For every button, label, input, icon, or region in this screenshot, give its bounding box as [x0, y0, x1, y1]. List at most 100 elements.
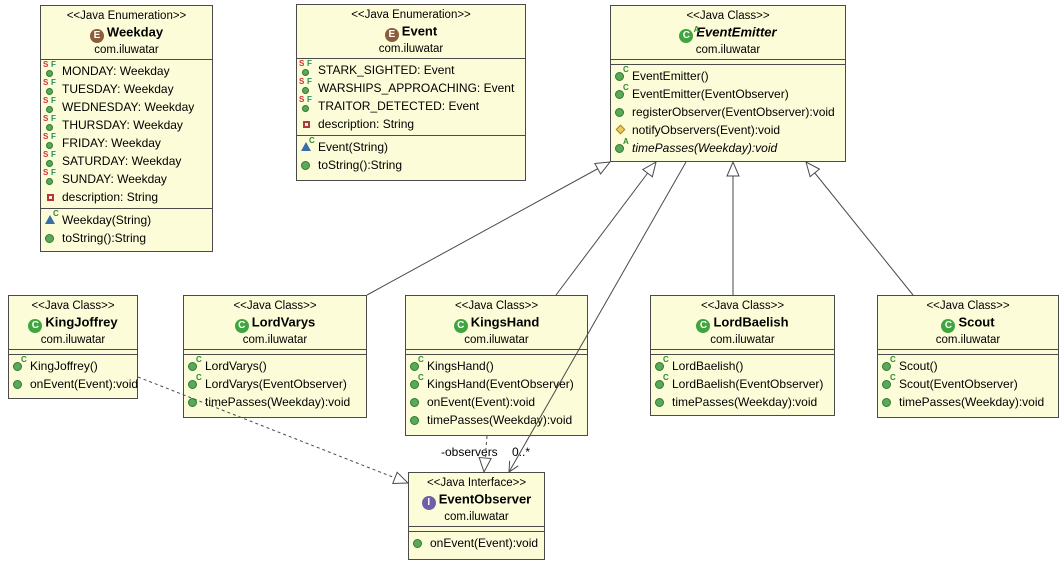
package-label: com.iluwatar	[242, 334, 308, 346]
member-label: FRIDAY: Weekday	[62, 136, 161, 150]
member-label: EventEmitter()	[632, 69, 709, 83]
package-label: com.iluwatar	[710, 334, 775, 346]
class-name: Weekday	[106, 24, 164, 40]
member-row: toString():String	[300, 156, 522, 174]
member-label: LordBaelish(EventObserver)	[672, 377, 824, 391]
public-constructor-icon: C	[881, 356, 896, 373]
member-label: onEvent(Event):void	[430, 536, 539, 550]
member-label: Weekday(String)	[62, 213, 152, 227]
member-label: onEvent(Event):void	[427, 395, 536, 409]
member-label: TRAITOR_DETECTED: Event	[318, 99, 480, 113]
member-label: THURSDAY: Weekday	[62, 118, 183, 132]
class-icon: C	[696, 319, 711, 333]
edge-generalization-kings-hand-to-event-emitter	[555, 160, 657, 296]
class-name: KingsHand	[470, 314, 540, 330]
member-label: EventEmitter(EventObserver)	[632, 87, 789, 101]
member-row: onEvent(Event):void	[412, 534, 541, 552]
member-label: WEDNESDAY: Weekday	[62, 100, 195, 114]
package-label: com.iluwatar	[444, 511, 509, 523]
member-row: onEvent(Event):void	[409, 393, 584, 411]
member-label: SUNDAY: Weekday	[62, 172, 167, 186]
member-label: LordBaelish()	[672, 359, 744, 373]
member-label: SATURDAY: Weekday	[62, 154, 182, 168]
class-name: Event	[401, 23, 438, 39]
public-method-icon	[409, 413, 424, 427]
class-name: Scout	[958, 314, 995, 330]
member-label: timePasses(Weekday):void	[672, 395, 818, 409]
public-constructor-icon: C	[614, 84, 629, 101]
fields-compartment	[651, 350, 834, 355]
stereotype-label: <<Java Class>>	[926, 300, 1010, 312]
public-method-icon	[12, 377, 27, 391]
member-row: timePasses(Weekday):void	[654, 393, 831, 411]
enum-icon: E	[89, 29, 104, 43]
fields-compartment	[878, 350, 1058, 355]
fields-compartment	[184, 350, 366, 355]
member-label: description: String	[318, 117, 415, 131]
member-label: toString():String	[62, 231, 147, 245]
member-label: TUESDAY: Weekday	[62, 82, 174, 96]
private-field-icon	[44, 190, 59, 204]
stereotype-label: <<Java Class>>	[31, 300, 115, 312]
public-method-icon	[881, 395, 896, 409]
class-name: LordBaelish	[713, 314, 789, 330]
member-row: onEvent(Event):void	[12, 375, 138, 393]
fields-compartment	[409, 527, 544, 532]
package-label: com.iluwatar	[464, 334, 529, 346]
public-constructor-icon: C	[409, 356, 424, 373]
member-label: MONDAY: Weekday	[62, 64, 170, 78]
member-label: timePasses(Weekday):void	[632, 141, 778, 155]
public-constructor-icon: C	[654, 356, 669, 373]
class-name: LordVarys	[251, 314, 316, 330]
public-method-icon	[187, 395, 202, 409]
member-label: KingsHand()	[427, 359, 494, 373]
package-constructor-icon: C	[44, 210, 59, 227]
methods-compartment: onEvent(Event):void	[409, 532, 544, 559]
stereotype-label: <<Java Enumeration>>	[351, 9, 471, 21]
public-method-icon	[614, 105, 629, 119]
class-name: EventObserver	[438, 491, 532, 507]
protected-method-icon	[614, 123, 629, 137]
package-label: com.iluwatar	[94, 44, 159, 56]
member-label: timePasses(Weekday):void	[205, 395, 351, 409]
class-icon: C	[453, 319, 468, 333]
member-row: description: String	[300, 115, 522, 133]
public-method-icon	[409, 395, 424, 409]
stereotype-label: <<Java Interface>>	[426, 477, 527, 489]
member-label: KingsHand(EventObserver)	[427, 377, 574, 391]
